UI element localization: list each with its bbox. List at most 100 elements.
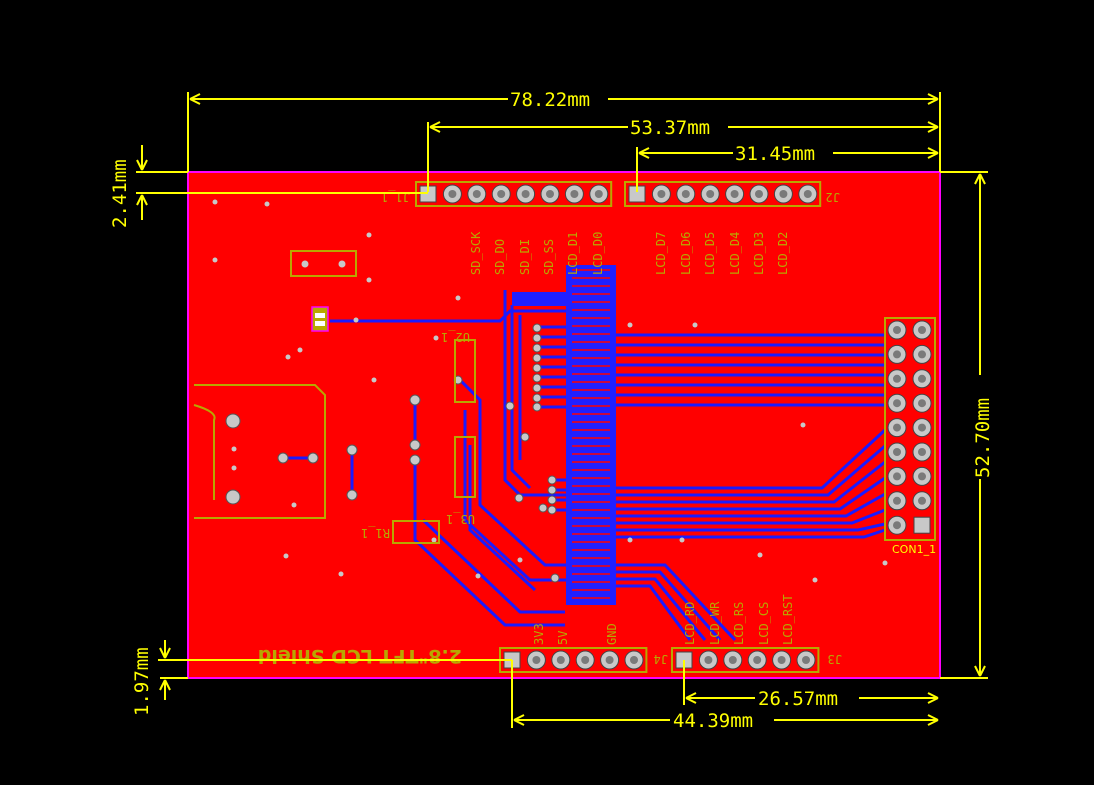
con1-pin-hole — [893, 496, 901, 505]
smd-pad — [315, 321, 325, 326]
j3-pin-label: LCD_RST — [781, 594, 795, 645]
j4-pin-label: GND — [605, 623, 619, 645]
sd-card-slot — [193, 384, 326, 519]
board-title: 2.8"TFT LCD Shield — [258, 645, 462, 667]
j2-pin-hole — [706, 190, 715, 198]
j3-pin-label: LCD_WR — [708, 601, 722, 645]
con1-label: CON1_1 — [892, 543, 936, 556]
j3-pin-hole — [704, 656, 713, 664]
j1-pin-hole — [472, 190, 481, 198]
con1-pin-hole — [893, 472, 901, 481]
smd-pad — [315, 313, 325, 318]
j2-pin-hole — [755, 190, 763, 198]
j3-pin-label: LCD_RD — [683, 602, 697, 645]
dim-label-bg — [733, 142, 833, 164]
con1-pin-hole — [893, 423, 901, 432]
j1-pin-hole — [521, 190, 530, 198]
con1-pin-hole — [918, 448, 926, 456]
j2-pin-hole — [730, 190, 739, 198]
r1-label: R1_1 — [361, 526, 390, 540]
j1-pin-labels: SD_SCK SD_DO SD_DI SD_SS LCD_D1 LCD_D0 — [469, 231, 605, 275]
j1-pin-label: SD_SS — [542, 239, 556, 275]
j3-pin-label: LCD_RS — [732, 602, 746, 645]
u2-outline — [454, 339, 476, 403]
j4-pin-label: 3V3 — [532, 623, 546, 645]
ground-pad-block — [512, 292, 570, 306]
j2-pin-label: LCD_D5 — [703, 232, 717, 275]
dim-top-margin: 2.41mm — [109, 159, 131, 228]
dim-j4-offset: 44.39mm — [673, 710, 753, 732]
dim-j3-offset: 26.57mm — [758, 688, 838, 710]
j2-label: J2 — [826, 190, 840, 204]
j1-pin-hole — [546, 190, 554, 198]
j1-pin-hole — [448, 190, 457, 198]
dim-j1-offset: 53.37mm — [630, 117, 710, 139]
j2-pin-hole — [803, 190, 812, 198]
board-outline — [187, 171, 941, 679]
j2-pin-hole — [657, 190, 666, 198]
r1-outline — [392, 520, 440, 544]
con1-pin-hole — [893, 399, 901, 408]
j2-pin-label: LCD_D3 — [752, 232, 766, 275]
j3-pin-hole — [728, 656, 737, 664]
con1-pin-hole — [893, 350, 901, 359]
u3-outline — [454, 436, 476, 498]
j1-pin-hole — [594, 190, 603, 198]
j2-pin-labels: LCD_D7 LCD_D6 LCD_D5 LCD_D4 LCD_D3 LCD_D… — [654, 232, 790, 275]
fpc-connector-pads — [566, 265, 616, 605]
j3-pin-label: LCD_CS — [757, 602, 771, 645]
j2-pin-hole — [779, 190, 788, 198]
j3-pin-labels: LCD_RST LCD_CS LCD_RS LCD_WR LCD_RD — [683, 594, 795, 645]
j3-pin-hole — [802, 656, 810, 664]
pad — [301, 260, 309, 268]
pad — [338, 260, 346, 268]
dim-board-height: 52.70mm — [972, 398, 994, 478]
j1-pin-hole — [570, 190, 579, 198]
fpc-pad-separators — [572, 269, 610, 599]
con1-pin-hole — [918, 399, 926, 408]
bottom-traces — [283, 290, 887, 642]
con1-pin-hole — [918, 472, 926, 481]
dim-label-bg — [670, 709, 774, 731]
dim-label-bg — [508, 88, 608, 110]
u2-label: U2_1 — [441, 330, 470, 344]
j4-pin-hole — [581, 656, 590, 664]
j2-pin-label: LCD_D6 — [679, 232, 693, 275]
j1-pin-hole — [497, 190, 506, 198]
j4-pin-hole — [605, 656, 614, 664]
dim-label-bg — [970, 375, 992, 479]
j2-outline — [624, 181, 822, 207]
j1-pin-label: LCD_D0 — [591, 232, 605, 275]
con1-pin-hole — [918, 423, 926, 432]
small-vias — [212, 199, 888, 583]
vias — [346, 323, 560, 583]
con1-pin-hole — [918, 496, 926, 505]
j4-pin-labels: GND 5V 3V3 — [532, 623, 619, 645]
con1-pin-square — [913, 516, 931, 534]
con1-pin-hole — [918, 326, 926, 334]
smd-pad-pair — [311, 306, 329, 332]
j4-pin-hole — [630, 656, 638, 664]
dim-label-bg — [755, 687, 859, 709]
con1-pin-hole — [918, 350, 926, 359]
j3-pin-hole — [777, 656, 786, 664]
con1-pin-hole — [893, 521, 901, 530]
j4-pin-hole — [556, 656, 565, 664]
dim-label-bg — [628, 116, 728, 138]
u3-label: U3_1 — [446, 512, 475, 526]
j2-pin-label: LCD_D4 — [728, 232, 742, 275]
con1-pin-hole — [893, 326, 901, 334]
dim-j2-offset: 31.45mm — [735, 143, 815, 165]
j2-pin-hole — [681, 190, 690, 198]
pcb-board — [188, 172, 940, 678]
j1-pin-label: SD_SCK — [469, 231, 483, 275]
j4-label: J4 — [654, 652, 668, 666]
j3-outline — [671, 647, 820, 673]
j4-pin-label: 5V — [556, 631, 570, 645]
component-outline-top — [290, 250, 357, 277]
con1-pin-hole — [918, 374, 926, 383]
j1-pin-label: SD_DO — [493, 239, 507, 275]
j1-pin-label: LCD_D1 — [566, 232, 580, 275]
dim-bottom-margin: 1.97mm — [131, 647, 153, 716]
